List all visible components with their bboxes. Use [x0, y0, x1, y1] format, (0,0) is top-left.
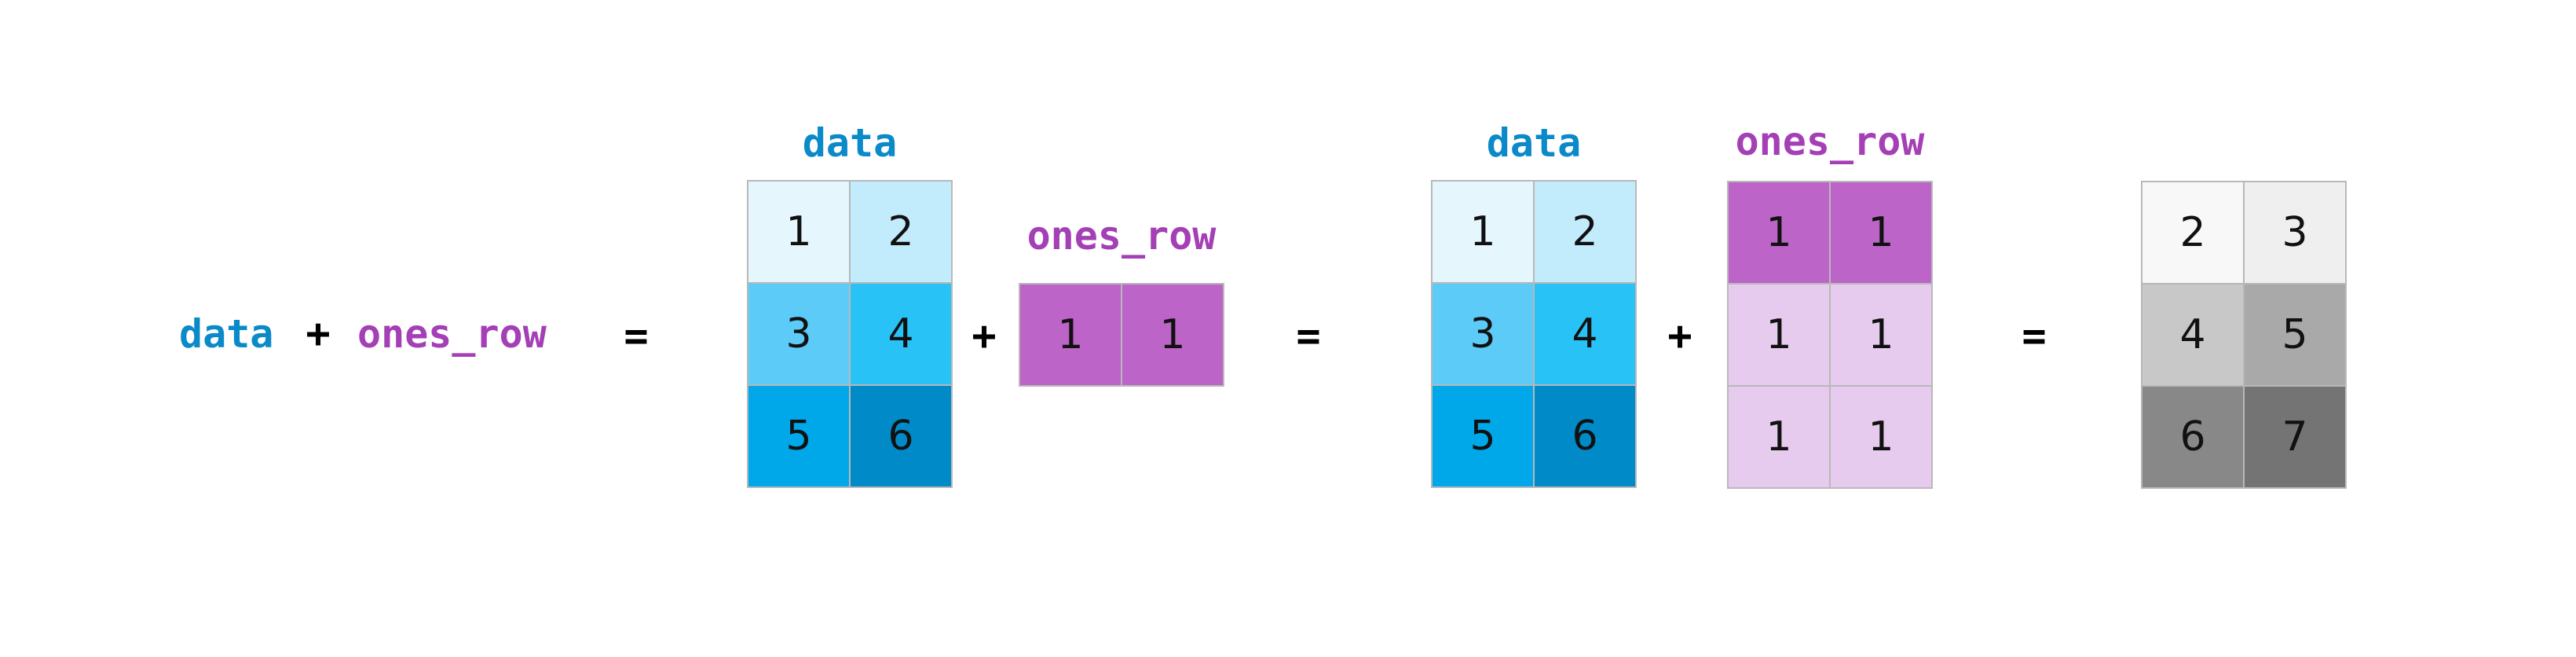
- step2-data-matrix: 1 2 3 4 5 6: [1431, 180, 1637, 488]
- expression-left-name: data: [179, 311, 274, 357]
- result-matrix: 2 3 4 5 6 7: [2141, 181, 2347, 489]
- matrix-cell: 6: [2142, 386, 2244, 488]
- matrix-cell: 3: [1432, 283, 1534, 385]
- step1-equals: =: [1296, 313, 1321, 360]
- matrix-cell: 1: [1728, 284, 1830, 386]
- matrix-cell: 2: [2142, 182, 2244, 284]
- expression-equals: =: [624, 313, 649, 360]
- matrix-cell: 6: [1534, 385, 1636, 487]
- matrix-cell: 2: [850, 181, 952, 283]
- matrix-cell: 5: [2244, 284, 2346, 386]
- matrix-cell: 1: [1830, 386, 1932, 488]
- step2-ones-label: ones_row: [1735, 119, 1925, 164]
- matrix-cell: 1: [1122, 284, 1224, 386]
- matrix-cell: 1: [1432, 181, 1534, 283]
- step1-data-matrix: 1 2 3 4 5 6: [747, 180, 953, 488]
- matrix-cell: 4: [850, 283, 952, 385]
- step2-ones-matrix: 1 1 1 1 1 1: [1727, 181, 1933, 489]
- matrix-cell: 5: [748, 385, 850, 487]
- matrix-cell: 7: [2244, 386, 2346, 488]
- matrix-cell: 1: [1728, 386, 1830, 488]
- matrix-cell: 6: [850, 385, 952, 487]
- matrix-cell: 1: [1830, 182, 1932, 284]
- step1-ones-label: ones_row: [1026, 213, 1217, 259]
- matrix-cell: 4: [2142, 284, 2244, 386]
- matrix-cell: 4: [1534, 283, 1636, 385]
- step2-equals: =: [2022, 313, 2047, 360]
- step1-ones-matrix: 1 1: [1019, 283, 1224, 387]
- step2-plus: +: [1667, 313, 1692, 360]
- matrix-cell: 5: [1432, 385, 1534, 487]
- matrix-cell: 3: [2244, 182, 2346, 284]
- step2-data-label: data: [1486, 120, 1582, 166]
- step1-plus: +: [971, 313, 997, 360]
- expression-right-name: ones_row: [357, 311, 547, 357]
- expression-plus: +: [306, 310, 331, 358]
- matrix-cell: 2: [1534, 181, 1636, 283]
- matrix-cell: 1: [1019, 284, 1122, 386]
- matrix-cell: 1: [1830, 284, 1932, 386]
- matrix-cell: 3: [748, 283, 850, 385]
- matrix-cell: 1: [1728, 182, 1830, 284]
- step1-data-label: data: [802, 120, 898, 166]
- matrix-cell: 1: [748, 181, 850, 283]
